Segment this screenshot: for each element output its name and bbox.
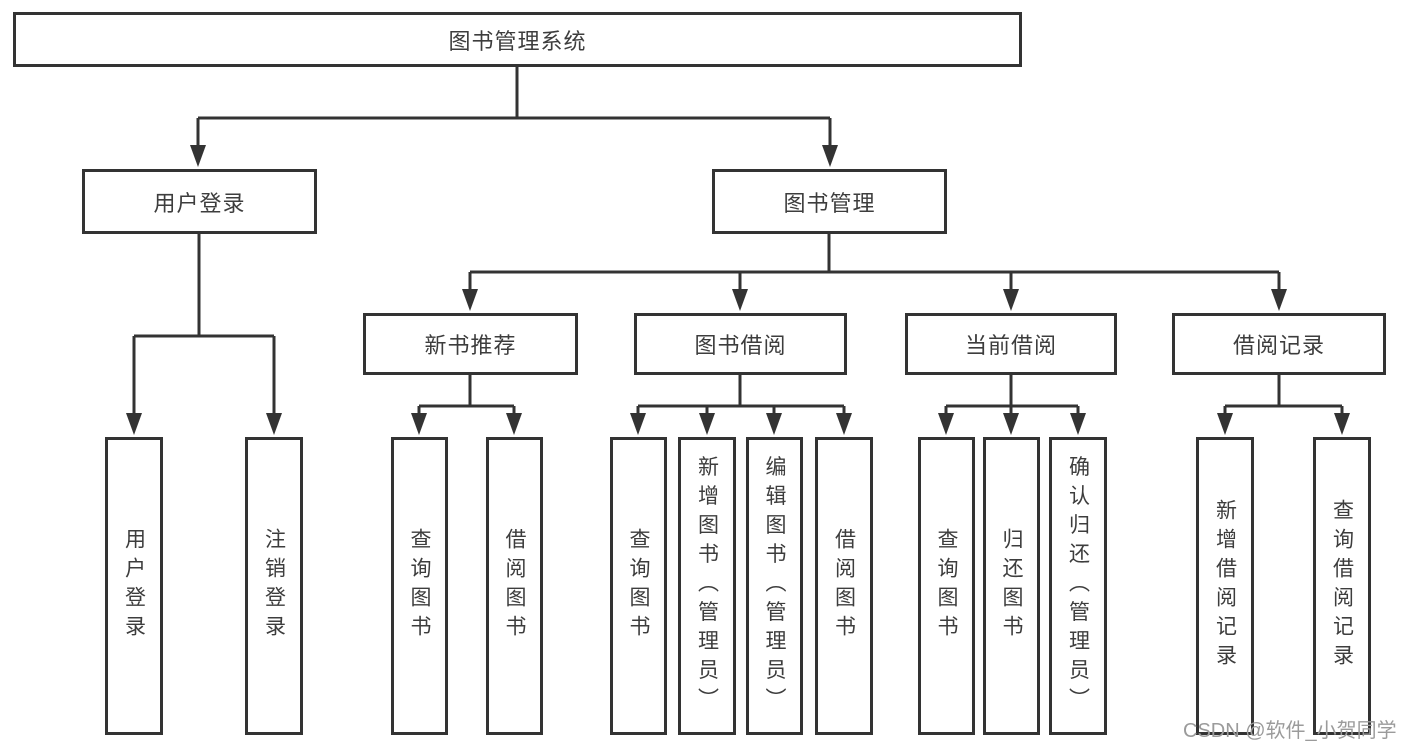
leaf-add-borrow-record-label: 新增借阅记录 xyxy=(1213,499,1237,673)
leaf-edit-books-admin: 编辑图书（管理员） xyxy=(746,437,803,735)
leaf-logout: 注销登录 xyxy=(245,437,303,735)
leaf-return-books-label: 归还图书 xyxy=(1000,528,1023,644)
node-book-management-label: 图书管理 xyxy=(783,190,876,216)
node-current-borrow: 当前借阅 xyxy=(905,313,1117,375)
leaf-user-login-label: 用户登录 xyxy=(122,528,146,644)
node-user-login-label: 用户登录 xyxy=(153,190,246,216)
leaf-user-login: 用户登录 xyxy=(105,437,163,735)
node-root: 图书管理系统 xyxy=(13,12,1022,67)
node-new-book-recommend-label: 新书推荐 xyxy=(424,333,517,358)
leaf-borrow-query-books-label: 查询图书 xyxy=(627,528,650,644)
leaf-add-books-admin: 新增图书（管理员） xyxy=(678,437,736,735)
leaf-logout-label: 注销登录 xyxy=(262,528,286,644)
leaf-confirm-return-admin: 确认归还（管理员） xyxy=(1049,437,1107,735)
node-new-book-recommend: 新书推荐 xyxy=(363,313,578,375)
leaf-recommend-borrow-books: 借阅图书 xyxy=(486,437,543,735)
node-book-borrow: 图书借阅 xyxy=(634,313,847,375)
leaf-recommend-query-books-label: 查询图书 xyxy=(408,528,431,644)
leaf-current-query-books: 查询图书 xyxy=(918,437,975,735)
node-borrow-records: 借阅记录 xyxy=(1172,313,1386,375)
leaf-borrow-query-books: 查询图书 xyxy=(610,437,667,735)
node-borrow-records-label: 借阅记录 xyxy=(1232,333,1325,358)
leaf-confirm-return-admin-label: 确认归还（管理员） xyxy=(1066,455,1090,717)
leaf-borrow-books: 借阅图书 xyxy=(815,437,873,735)
leaf-query-borrow-record: 查询借阅记录 xyxy=(1313,437,1371,735)
leaf-edit-books-admin-label: 编辑图书（管理员） xyxy=(763,455,786,717)
leaf-add-books-admin-label: 新增图书（管理员） xyxy=(695,455,719,717)
arrowheads xyxy=(126,145,1350,435)
node-root-label: 图书管理系统 xyxy=(448,28,587,54)
csdn-watermark: CSDN @软件_小贺同学 xyxy=(1183,720,1397,742)
leaf-borrow-books-label: 借阅图书 xyxy=(832,528,856,644)
node-book-borrow-label: 图书借阅 xyxy=(694,333,787,358)
leaf-return-books: 归还图书 xyxy=(983,437,1040,735)
connector-path xyxy=(132,67,1344,417)
node-book-management: 图书管理 xyxy=(712,169,947,234)
node-user-login: 用户登录 xyxy=(82,169,317,234)
leaf-query-borrow-record-label: 查询借阅记录 xyxy=(1330,499,1354,673)
leaf-recommend-query-books: 查询图书 xyxy=(391,437,448,735)
leaf-recommend-borrow-books-label: 借阅图书 xyxy=(503,528,526,644)
node-current-borrow-label: 当前借阅 xyxy=(964,333,1057,358)
leaf-add-borrow-record: 新增借阅记录 xyxy=(1196,437,1254,735)
leaf-current-query-books-label: 查询图书 xyxy=(935,528,958,644)
